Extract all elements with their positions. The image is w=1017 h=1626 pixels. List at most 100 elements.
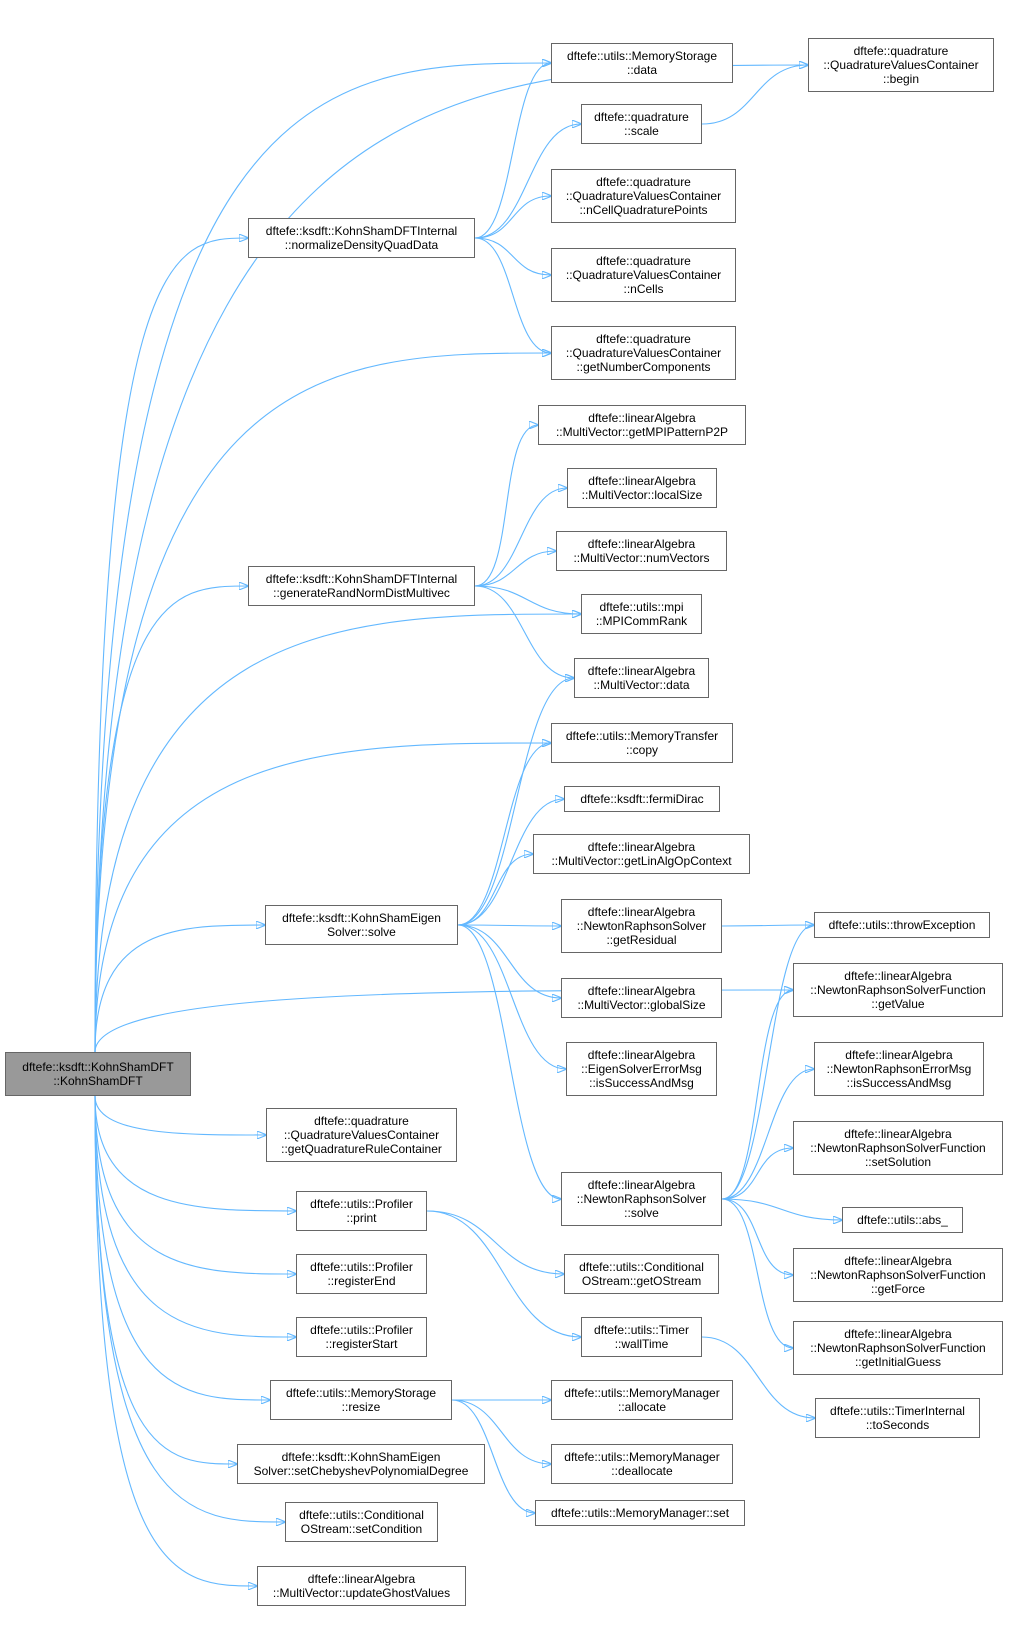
edge-ms_resize-to-mm_set bbox=[451, 1399, 535, 1513]
node-label-line: dftefe::utils::throwException bbox=[828, 918, 976, 932]
node-mv-mpip2p[interactable]: dftefe::linearAlgebra::MultiVector::getM… bbox=[538, 405, 746, 445]
node-mv-updateghost[interactable]: dftefe::linearAlgebra::MultiVector::upda… bbox=[257, 1566, 466, 1606]
edge-nrs_solve-to-nrsf_getforce bbox=[721, 1198, 793, 1275]
edge-nrs_residual-to-throw bbox=[721, 925, 814, 926]
node-nrs-solve[interactable]: dftefe::linearAlgebra::NewtonRaphsonSolv… bbox=[561, 1172, 722, 1226]
edge-kses_solve-to-nrs_residual bbox=[457, 925, 561, 926]
edge-root-to-qvc_gqrc bbox=[94, 1095, 266, 1135]
node-ms-resize[interactable]: dftefe::utils::MemoryStorage::resize bbox=[270, 1380, 452, 1420]
edge-root-to-generate bbox=[94, 586, 248, 1053]
edge-root-to-mv_updateghost bbox=[94, 1095, 257, 1586]
node-label-line: ::MultiVector::getMPIPatternP2P bbox=[555, 425, 729, 439]
node-fermi[interactable]: dftefe::ksdft::fermiDirac bbox=[564, 786, 720, 812]
node-mv-linalg[interactable]: dftefe::linearAlgebra::MultiVector::getL… bbox=[533, 834, 750, 874]
node-ti-toseconds[interactable]: dftefe::utils::TimerInternal::toSeconds bbox=[815, 1398, 980, 1438]
node-label-line: ::QuadratureValuesContainer bbox=[565, 268, 722, 282]
edge-root-to-ms_resize bbox=[94, 1095, 270, 1400]
node-nrsf-initguess[interactable]: dftefe::linearAlgebra::NewtonRaphsonSolv… bbox=[793, 1321, 1003, 1375]
node-label-line: dftefe::ksdft::fermiDirac bbox=[580, 792, 704, 806]
node-label-line: ::getQuadratureRuleContainer bbox=[281, 1142, 442, 1156]
node-generate[interactable]: dftefe::ksdft::KohnShamDFTInternal::gene… bbox=[248, 566, 475, 606]
edge-prof_print-to-cos_getostream bbox=[426, 1210, 564, 1274]
node-label-line: ::NewtonRaphsonSolverFunction bbox=[810, 983, 986, 997]
node-qvc-gnc[interactable]: dftefe::quadrature::QuadratureValuesCont… bbox=[551, 326, 736, 380]
node-label-line: ::QuadratureValuesContainer bbox=[823, 58, 979, 72]
node-mm-deallocate[interactable]: dftefe::utils::MemoryManager::deallocate bbox=[551, 1444, 733, 1484]
edge-normalize-to-qvc_ncells bbox=[474, 237, 551, 275]
edge-nrs_solve-to-nrsf_getvalue bbox=[721, 990, 793, 1200]
node-root[interactable]: dftefe::ksdft::KohnShamDFT::KohnShamDFT bbox=[5, 1052, 191, 1096]
node-label-line: dftefe::linearAlgebra bbox=[307, 1572, 416, 1586]
node-label-line: dftefe::utils::MemoryManager::set bbox=[550, 1506, 730, 1520]
edge-normalize-to-qvc_ncqp bbox=[474, 196, 551, 239]
edge-q_scale-to-qvc_begin bbox=[701, 65, 808, 125]
node-label-line: dftefe::linearAlgebra bbox=[587, 984, 696, 998]
node-label-line: dftefe::ksdft::KohnShamDFTInternal bbox=[265, 572, 458, 586]
node-qvc-gqrc[interactable]: dftefe::quadrature::QuadratureValuesCont… bbox=[266, 1108, 457, 1162]
node-throw[interactable]: dftefe::utils::throwException bbox=[814, 912, 990, 938]
node-ms-data[interactable]: dftefe::utils::MemoryStorage::data bbox=[551, 43, 733, 83]
node-label-line: Solver::solve bbox=[327, 925, 396, 939]
node-qvc-ncells[interactable]: dftefe::quadrature::QuadratureValuesCont… bbox=[551, 248, 736, 302]
node-nrsf-setsol[interactable]: dftefe::linearAlgebra::NewtonRaphsonSolv… bbox=[793, 1121, 1003, 1175]
node-timer-wall[interactable]: dftefe::utils::Timer::wallTime bbox=[581, 1317, 702, 1357]
node-mv-data[interactable]: dftefe::linearAlgebra::MultiVector::data bbox=[574, 658, 709, 698]
node-label-line: ::KohnShamDFT bbox=[53, 1074, 143, 1088]
edge-generate-to-mv_mpip2p bbox=[474, 425, 538, 587]
node-label-line: OStream::setCondition bbox=[300, 1522, 423, 1536]
node-nrem[interactable]: dftefe::linearAlgebra::NewtonRaphsonErro… bbox=[814, 1042, 984, 1096]
node-mm-allocate[interactable]: dftefe::utils::MemoryManager::allocate bbox=[551, 1380, 733, 1420]
node-label-line: dftefe::linearAlgebra bbox=[844, 1327, 952, 1341]
node-esem[interactable]: dftefe::linearAlgebra::EigenSolverErrorM… bbox=[566, 1042, 717, 1096]
edge-normalize-to-q_scale bbox=[474, 124, 581, 239]
node-label-line: dftefe::utils::abs_ bbox=[857, 1213, 948, 1227]
node-label-line: ::QuadratureValuesContainer bbox=[283, 1128, 440, 1142]
node-label-line: ::isSuccessAndMsg bbox=[589, 1076, 694, 1090]
edge-root-to-qvc_gnc bbox=[94, 353, 551, 1053]
node-label-line: ::NewtonRaphsonSolverFunction bbox=[810, 1268, 986, 1282]
node-label-line: ::MultiVector::localSize bbox=[581, 488, 703, 502]
node-nrs-residual[interactable]: dftefe::linearAlgebra::NewtonRaphsonSolv… bbox=[561, 899, 722, 953]
node-label-line: ::MPICommRank bbox=[595, 614, 688, 628]
node-label-line: dftefe::linearAlgebra bbox=[587, 664, 696, 678]
node-prof-print[interactable]: dftefe::utils::Profiler::print bbox=[296, 1191, 427, 1231]
node-mv-globalsize[interactable]: dftefe::linearAlgebra::MultiVector::glob… bbox=[561, 978, 722, 1018]
node-label-line: dftefe::linearAlgebra bbox=[587, 1048, 696, 1062]
node-label-line: ::copy bbox=[625, 743, 658, 757]
node-label-line: ::getForce bbox=[870, 1282, 926, 1296]
node-label-line: ::allocate bbox=[617, 1400, 667, 1414]
node-label-line: ::generateRandNormDistMultivec bbox=[273, 586, 450, 600]
node-label-line: dftefe::utils::Profiler bbox=[310, 1260, 413, 1274]
node-mm-set[interactable]: dftefe::utils::MemoryManager::set bbox=[535, 1500, 745, 1526]
node-mv-numvectors[interactable]: dftefe::linearAlgebra::MultiVector::numV… bbox=[556, 531, 727, 571]
node-mt-copy[interactable]: dftefe::utils::MemoryTransfer::copy bbox=[551, 723, 733, 763]
node-label-line: ::NewtonRaphsonSolverFunction bbox=[810, 1141, 986, 1155]
edge-root-to-normalize bbox=[94, 238, 248, 1053]
node-label-line: ::print bbox=[346, 1211, 377, 1225]
node-nrsf-getforce[interactable]: dftefe::linearAlgebra::NewtonRaphsonSolv… bbox=[793, 1248, 1003, 1302]
node-label-line: ::QuadratureValuesContainer bbox=[565, 346, 722, 360]
node-q-scale[interactable]: dftefe::quadrature::scale bbox=[581, 104, 702, 144]
edge-nrs_solve-to-nrsf_setsol bbox=[721, 1148, 793, 1200]
edge-kses_solve-to-mt_copy bbox=[457, 743, 551, 926]
node-prof-end[interactable]: dftefe::utils::Profiler::registerEnd bbox=[296, 1254, 427, 1294]
edge-prof_print-to-timer_wall bbox=[426, 1210, 581, 1337]
node-qvc-begin[interactable]: dftefe::quadrature::QuadratureValuesCont… bbox=[808, 38, 994, 92]
node-abs[interactable]: dftefe::utils::abs_ bbox=[842, 1207, 963, 1233]
node-label-line: ::nCells bbox=[623, 282, 664, 296]
node-label-line: ::toSeconds bbox=[865, 1418, 930, 1432]
node-mpi-rank[interactable]: dftefe::utils::mpi::MPICommRank bbox=[581, 594, 702, 634]
edge-nrs_solve-to-nrem bbox=[721, 1069, 814, 1200]
node-label-line: dftefe::ksdft::KohnShamEigen bbox=[282, 911, 441, 925]
node-normalize[interactable]: dftefe::ksdft::KohnShamDFTInternal::norm… bbox=[248, 218, 475, 258]
node-prof-start[interactable]: dftefe::utils::Profiler::registerStart bbox=[296, 1317, 427, 1357]
edge-generate-to-mv_localsize bbox=[474, 488, 567, 587]
node-qvc-ncqp[interactable]: dftefe::quadrature::QuadratureValuesCont… bbox=[551, 169, 736, 223]
node-nrsf-getvalue[interactable]: dftefe::linearAlgebra::NewtonRaphsonSolv… bbox=[793, 963, 1003, 1017]
node-mv-localsize[interactable]: dftefe::linearAlgebra::MultiVector::loca… bbox=[567, 468, 717, 508]
